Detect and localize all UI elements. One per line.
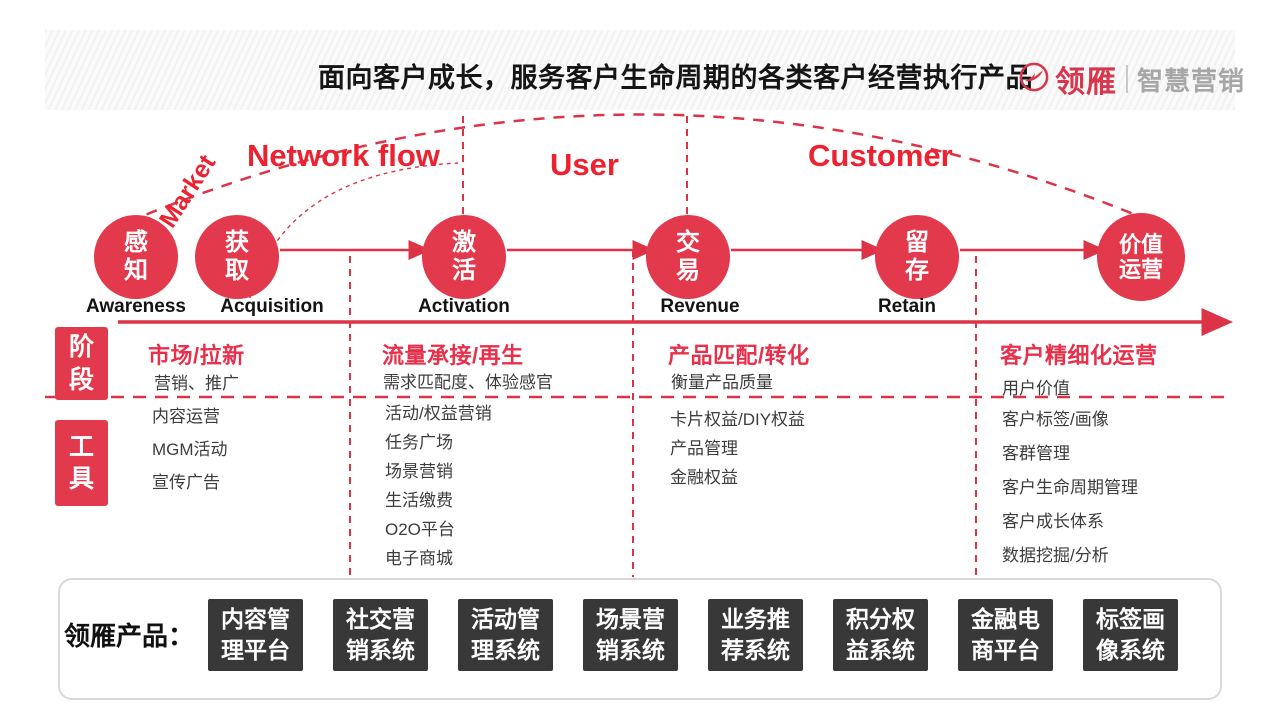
tool-item: 内容运营 <box>152 407 220 426</box>
product-box-social-marketing: 社交营销系统 <box>333 599 428 671</box>
stage-circle-activation: 激 活 <box>422 215 506 299</box>
stage-label-activation: Activation <box>418 296 510 317</box>
tool-item: 产品管理 <box>670 439 738 458</box>
product-box-label: 业务推荐系统 <box>721 605 790 663</box>
product-box-finance-ecommerce: 金融电商平台 <box>958 599 1053 671</box>
product-box-points-benefits: 积分权益系统 <box>833 599 928 671</box>
header-band <box>45 30 1235 110</box>
logo-divider <box>1126 65 1128 93</box>
column-measure-market: 营销、推广 <box>154 374 239 393</box>
product-box-campaign-mgmt: 活动管理系统 <box>458 599 553 671</box>
products-label: 领雁产品： <box>64 621 195 651</box>
stage-circle-value-operation: 价值 运营 <box>1097 213 1185 301</box>
product-box-recommendation: 业务推荐系统 <box>708 599 803 671</box>
page-title: 面向客户成长，服务客户生命周期的各类客户经营执行产品 <box>318 63 1033 93</box>
product-box-label: 社交营销系统 <box>346 605 415 663</box>
product-box-label: 积分权益系统 <box>846 605 915 663</box>
stage-label-acquisition: Acquisition <box>220 296 324 317</box>
tool-item: 场景营销 <box>385 462 453 481</box>
side-box-stage: 阶 段 <box>55 327 108 400</box>
flow-label-network-flow: Network flow <box>247 138 440 173</box>
logo-tagline-text: 智慧营销 <box>1137 65 1246 96</box>
column-title-product: 产品匹配/转化 <box>668 343 810 368</box>
stage-circle-awareness: 感 知 <box>94 215 178 299</box>
brand-logo: 领雁 智慧营销 <box>1018 57 1245 101</box>
tool-item: 客户生命周期管理 <box>1002 478 1138 497</box>
column-title-customer-ops: 客户精细化运营 <box>1000 343 1158 368</box>
column-measure-product: 衡量产品质量 <box>671 373 773 392</box>
product-box-scene-marketing: 场景营销系统 <box>583 599 678 671</box>
tool-item: 客户标签/画像 <box>1002 410 1109 429</box>
tool-item: 数据挖掘/分析 <box>1002 546 1109 565</box>
flow-label-customer: Customer <box>808 138 953 173</box>
tool-item: 客群管理 <box>1002 444 1070 463</box>
side-box-tools: 工 具 <box>55 420 108 506</box>
stage-circle-retain: 留 存 <box>875 215 959 299</box>
stage-circle-acquisition: 获 取 <box>195 215 279 299</box>
product-box-label: 金融电商平台 <box>971 605 1040 663</box>
tool-item: 生活缴费 <box>385 491 453 510</box>
tool-item: 卡片权益/DIY权益 <box>670 410 806 429</box>
stage-label-revenue: Revenue <box>660 296 740 317</box>
tool-list-product: 卡片权益/DIY权益 产品管理 金融权益 <box>670 410 805 488</box>
column-title-market: 市场/拉新 <box>148 343 245 368</box>
stage-label-retain: Retain <box>877 296 937 317</box>
tool-item: 活动/权益营销 <box>385 404 492 423</box>
logo-brand-text: 领雁 <box>1055 66 1117 99</box>
tool-item: 金融权益 <box>670 468 738 487</box>
tool-item: MGM活动 <box>152 440 228 459</box>
lifecycle-arc <box>127 113 1149 224</box>
stage-circle-revenue: 交 易 <box>646 215 730 299</box>
tool-list-customer-ops: 客户标签/画像 客群管理 客户生命周期管理 客户成长体系 数据挖掘/分析 <box>1002 410 1138 566</box>
column-measure-traffic: 需求匹配度、体验感官 <box>383 373 553 392</box>
tool-item: O2O平台 <box>385 520 455 539</box>
product-box-label: 活动管理系统 <box>471 605 540 663</box>
stage-label-awareness: Awareness <box>86 296 186 317</box>
flow-label-user: User <box>550 147 619 182</box>
goose-logo-icon <box>1018 61 1050 98</box>
tool-item: 任务广场 <box>385 433 453 452</box>
column-measure-customer-ops: 用户价值 <box>1002 379 1070 398</box>
product-box-content-mgmt: 内容管理平台 <box>208 599 303 671</box>
product-box-label: 标签画像系统 <box>1096 605 1165 663</box>
tool-list-traffic: 活动/权益营销 任务广场 场景营销 生活缴费 O2O平台 电子商城 <box>385 404 492 569</box>
products-row: 内容管理平台 社交营销系统 活动管理系统 场景营销系统 业务推荐系统 积分权益系… <box>208 599 1178 671</box>
tool-item: 客户成长体系 <box>1002 512 1104 531</box>
tool-item: 电子商城 <box>385 549 453 568</box>
tool-list-market: 内容运营 MGM活动 宣传广告 <box>152 407 228 493</box>
tool-item: 宣传广告 <box>152 473 220 492</box>
product-box-label: 场景营销系统 <box>596 605 665 663</box>
column-title-traffic: 流量承接/再生 <box>382 343 524 368</box>
product-box-label: 内容管理平台 <box>221 605 290 663</box>
product-box-tag-profile: 标签画像系统 <box>1083 599 1178 671</box>
